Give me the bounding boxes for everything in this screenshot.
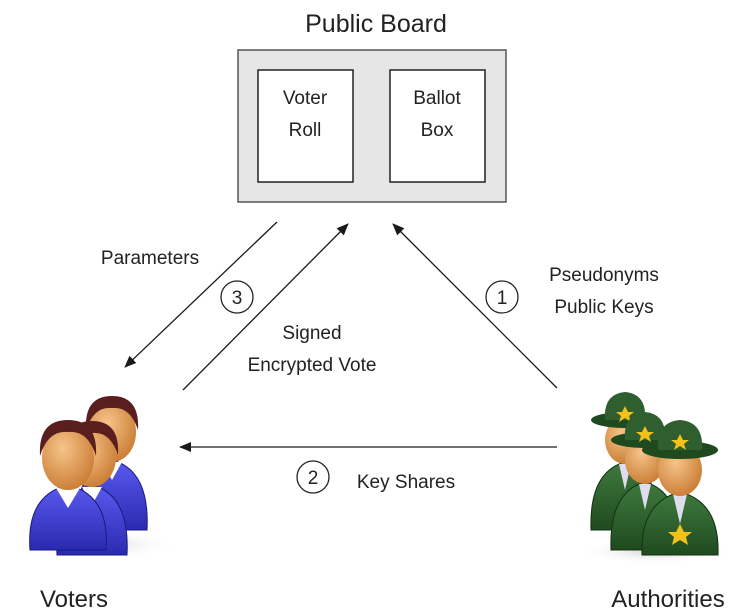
authorities-group-icon [575,392,735,564]
voter-roll-box [257,69,354,183]
step-2-circle [296,460,330,494]
parameters-arrow [124,221,278,368]
voter-roll-label-line1: Voter [283,88,328,109]
step-2-number: 2 [308,468,319,489]
pseudonyms-label-line1: Pseudonyms [549,265,659,286]
pseudonyms-arrow [392,223,558,389]
ballot-box [389,69,486,183]
voter-roll-label-line2: Roll [289,120,322,141]
ballot-box-label-line1: Ballot [413,88,461,109]
parameters-label: Parameters [101,248,199,269]
step-3-number: 3 [232,288,243,309]
step-1-number: 1 [497,288,508,309]
voters-group-icon [10,396,180,559]
pseudonyms-label-line2: Public Keys [554,297,653,318]
step-3-circle [220,280,254,314]
voters-label: Voters [40,586,108,613]
ballot-box-label-line2: Box [421,120,454,141]
board-title: Public Board [305,10,447,38]
signed-vote-arrow [182,223,349,391]
key-shares-label: Key Shares [357,472,455,493]
signed-vote-label-line2: Encrypted Vote [248,355,377,376]
signed-vote-label-line1: Signed [282,323,341,344]
step-1-circle [485,280,519,314]
authorities-label: Authorities [611,586,724,613]
